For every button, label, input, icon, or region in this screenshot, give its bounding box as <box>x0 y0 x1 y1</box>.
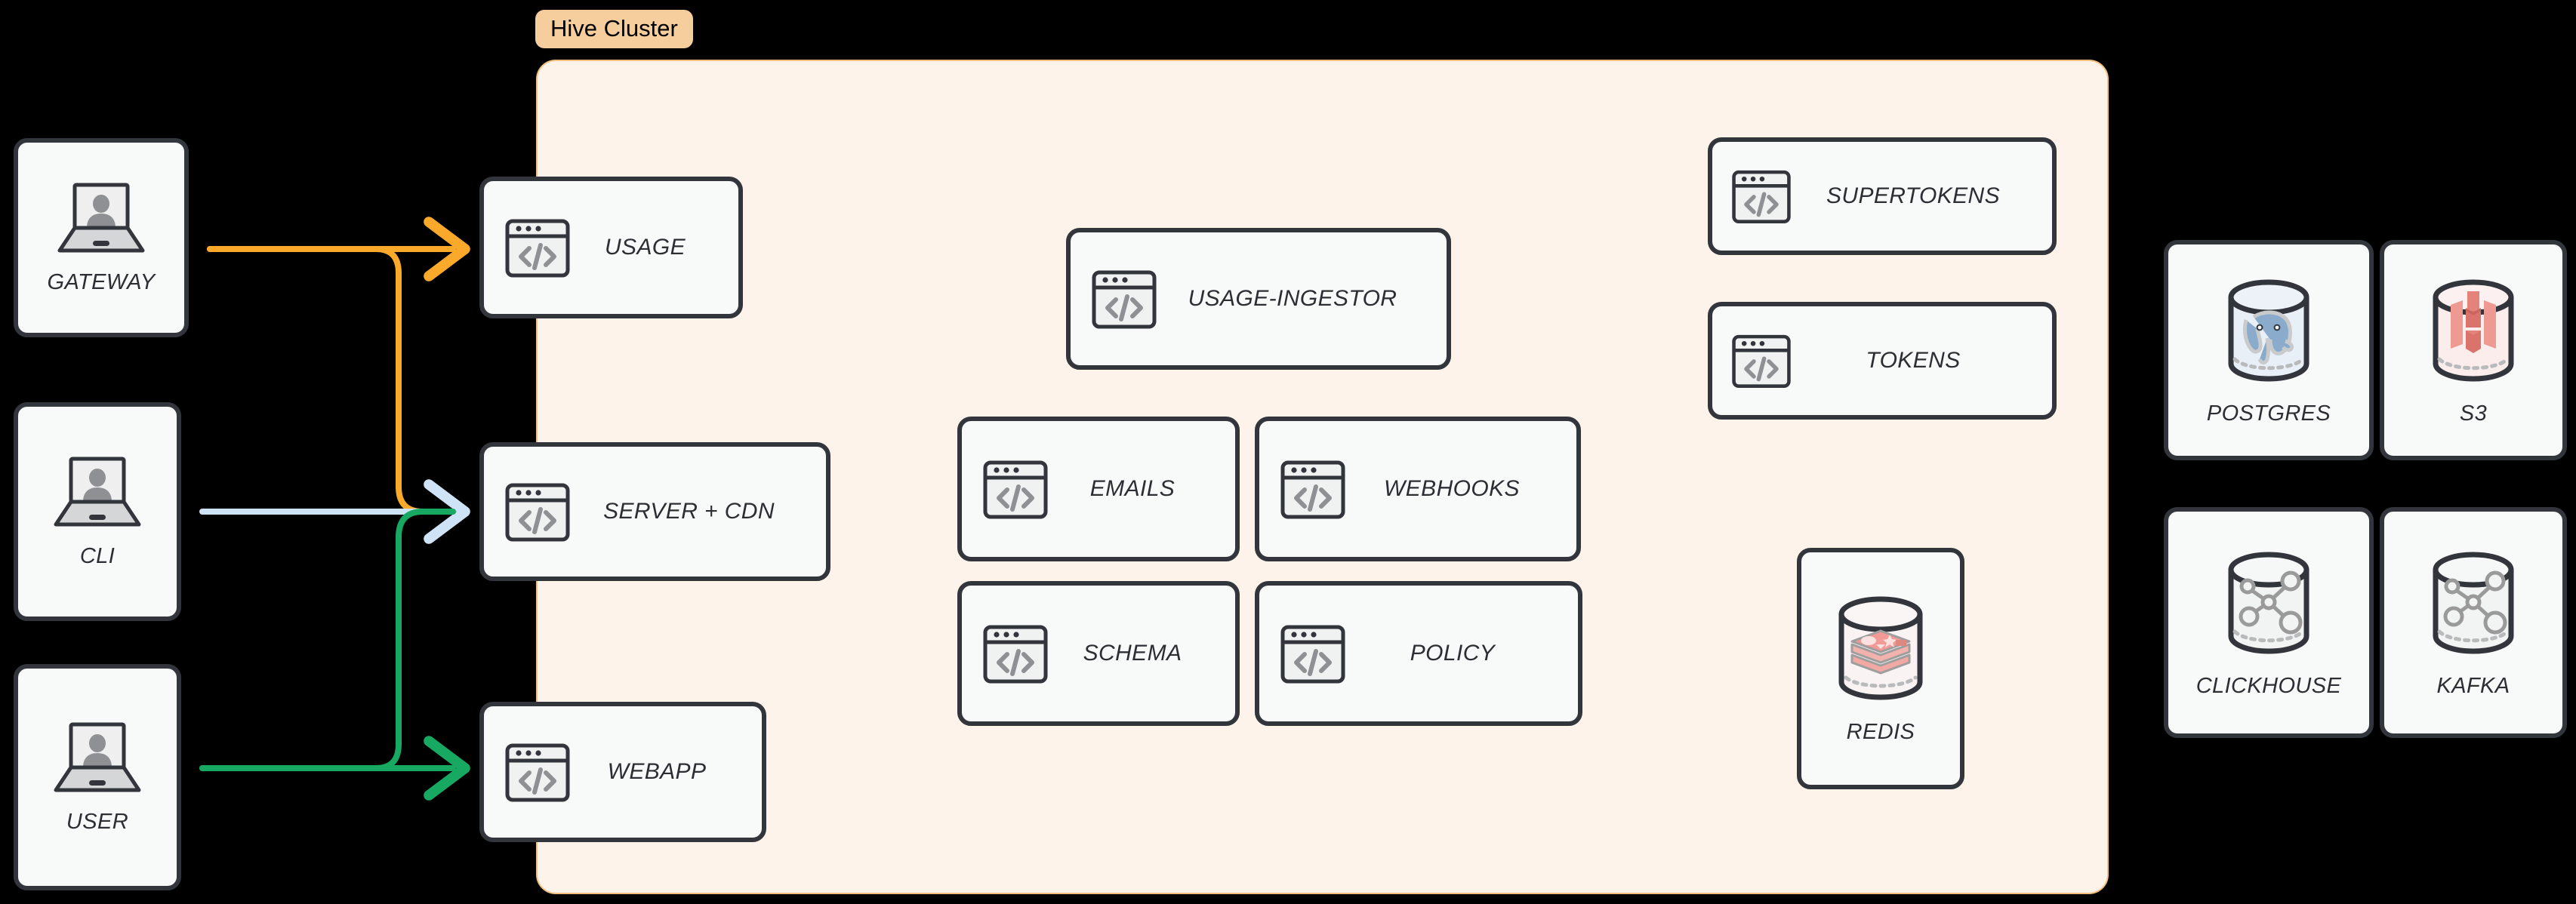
connector-user-to-server-cdn <box>199 509 456 771</box>
datastore-label: CLICKHOUSE <box>2195 673 2342 698</box>
service-card-webapp[interactable]: WEBAPP <box>479 702 766 842</box>
datastore-label: POSTGRES <box>2206 401 2331 426</box>
datastore-card-clickhouse[interactable]: CLICKHOUSE <box>2164 507 2374 738</box>
datastore-label: KAFKA <box>2436 673 2510 698</box>
service-card-policy[interactable]: POLICY <box>1255 581 1582 726</box>
datastore-card-kafka[interactable]: KAFKA <box>2380 507 2567 738</box>
client-card-user[interactable]: USER <box>14 664 181 890</box>
client-label: CLI <box>79 543 116 568</box>
code-window-icon <box>981 620 1049 687</box>
code-window-icon <box>1730 330 1792 392</box>
client-card-gateway[interactable]: GATEWAY <box>14 138 189 337</box>
code-window-icon <box>981 455 1049 523</box>
code-window-icon <box>504 738 572 806</box>
code-window-icon <box>504 478 572 546</box>
service-card-usage-ingestor[interactable]: USAGE-INGESTOR <box>1066 228 1451 370</box>
code-window-icon <box>1090 265 1158 333</box>
service-label: WEBAPP <box>607 759 707 784</box>
service-card-emails[interactable]: EMAILS <box>957 417 1240 561</box>
redis-cylinder-icon <box>1829 593 1932 706</box>
network-cylinder-icon <box>2420 547 2526 660</box>
service-label: USAGE <box>604 235 686 260</box>
service-label: SCHEMA <box>1083 641 1182 666</box>
datastore-card-postgres[interactable]: POSTGRES <box>2164 240 2374 460</box>
client-card-cli[interactable]: CLI <box>14 402 181 621</box>
service-card-tokens[interactable]: TOKENS <box>1708 302 2057 420</box>
service-label: USAGE-INGESTOR <box>1188 286 1397 311</box>
code-window-icon <box>1279 620 1347 687</box>
datastore-card-redis[interactable]: REDIS <box>1797 548 1964 789</box>
service-label: TOKENS <box>1866 348 1961 373</box>
service-label: SUPERTOKENS <box>1826 183 2001 208</box>
service-label: WEBHOOKS <box>1384 476 1520 501</box>
service-label: EMAILS <box>1089 476 1176 501</box>
service-card-server-cdn[interactable]: SERVER + CDN <box>479 442 830 581</box>
client-label: USER <box>66 809 129 834</box>
service-card-usage[interactable]: USAGE <box>479 177 743 318</box>
code-window-icon <box>1730 165 1792 227</box>
datastore-label: REDIS <box>1846 719 1915 744</box>
client-label: GATEWAY <box>47 269 156 294</box>
network-cylinder-icon <box>2216 547 2322 660</box>
laptop-user-icon <box>48 455 147 532</box>
service-card-schema[interactable]: SCHEMA <box>957 581 1240 726</box>
laptop-user-icon <box>48 721 147 798</box>
service-card-webhooks[interactable]: WEBHOOKS <box>1255 417 1581 561</box>
s3-cylinder-icon <box>2420 275 2526 388</box>
datastore-label: S3 <box>2459 401 2488 426</box>
datastore-card-s3[interactable]: S3 <box>2380 240 2567 460</box>
laptop-user-icon <box>51 181 151 258</box>
service-card-supertokens[interactable]: SUPERTOKENS <box>1708 137 2057 255</box>
service-label: POLICY <box>1410 641 1496 666</box>
code-window-icon <box>504 214 572 281</box>
connector-gateway-to-server-cdn <box>207 246 456 515</box>
code-window-icon <box>1279 455 1347 523</box>
service-label: SERVER + CDN <box>603 499 775 524</box>
hive-cluster-badge: Hive Cluster <box>535 10 693 48</box>
postgres-cylinder-icon <box>2216 275 2322 388</box>
